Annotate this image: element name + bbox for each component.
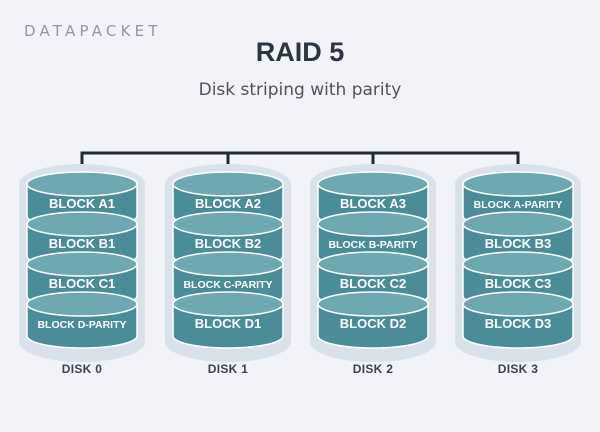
disk-label: DISK 1 (207, 362, 249, 376)
block-label: BLOCK C1 (49, 276, 115, 291)
block-top (462, 171, 574, 197)
disk-block: BLOCK D3 (462, 291, 574, 349)
disk-block: BLOCK D1 (172, 291, 284, 349)
block-label: BLOCK B2 (195, 236, 261, 251)
disk-stack: BLOCK A3 BLOCK B-PARITY BLOCK C2 BLOCK D2 (310, 164, 436, 362)
page-subtitle: Disk striping with parity (198, 80, 402, 100)
page-title: RAID 5 (255, 37, 345, 67)
block-top (26, 171, 138, 197)
disk-stack: BLOCK A-PARITY BLOCK B3 BLOCK C3 BLOCK D3 (455, 164, 581, 362)
disk-stack: BLOCK A2 BLOCK B2 BLOCK C-PARITY BLOCK D1 (165, 164, 291, 362)
block-top (462, 251, 574, 277)
disk-label: DISK 3 (497, 362, 539, 376)
brand-logo: DATAPACKET (24, 22, 162, 40)
block-label: BLOCK B3 (485, 236, 551, 251)
block-top (172, 171, 284, 197)
block-label: BLOCK D3 (485, 316, 551, 331)
block-top (317, 251, 429, 277)
block-label: BLOCK D2 (340, 316, 406, 331)
block-label: BLOCK A3 (340, 196, 406, 211)
block-top (317, 291, 429, 317)
block-top (26, 251, 138, 277)
block-label: BLOCK D-PARITY (37, 319, 126, 331)
connector-bus (80, 151, 520, 174)
block-label: BLOCK C-PARITY (183, 279, 272, 291)
block-top (462, 211, 574, 237)
disk-block: BLOCK D-PARITY (26, 291, 138, 349)
block-label: BLOCK A1 (49, 196, 115, 211)
block-top (462, 291, 574, 317)
block-top (317, 211, 429, 237)
block-top (317, 171, 429, 197)
block-top (172, 291, 284, 317)
block-label: BLOCK A2 (195, 196, 261, 211)
block-top (26, 291, 138, 317)
block-top (172, 251, 284, 277)
block-label: BLOCK B1 (49, 236, 115, 251)
disk-label: DISK 2 (352, 362, 394, 376)
disk-label: DISK 0 (61, 362, 103, 376)
disk-stack: BLOCK A1 BLOCK B1 BLOCK C1 BLOCK D-PARITY (19, 164, 145, 362)
block-label: BLOCK C2 (340, 276, 406, 291)
block-label: BLOCK A-PARITY (474, 199, 563, 211)
block-label: BLOCK D1 (195, 316, 261, 331)
disk-block: BLOCK D2 (317, 291, 429, 349)
block-label: BLOCK C3 (485, 276, 551, 291)
block-top (172, 211, 284, 237)
block-label: BLOCK B-PARITY (328, 239, 417, 251)
block-top (26, 211, 138, 237)
bus-line (80, 151, 520, 174)
